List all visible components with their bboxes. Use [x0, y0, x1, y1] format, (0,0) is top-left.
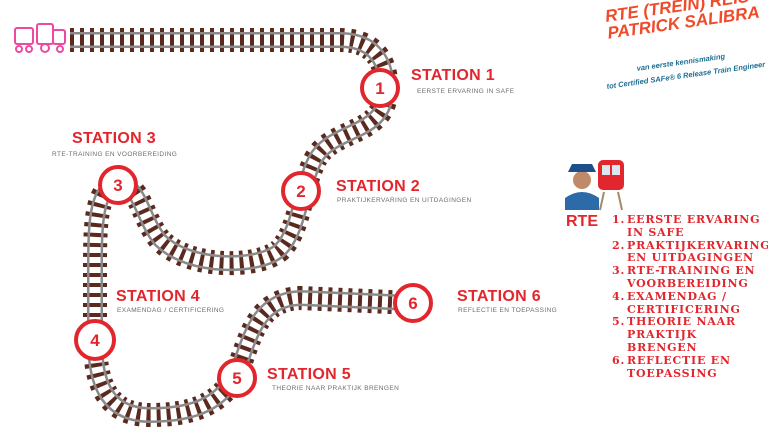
legend-item: 6.REFLECTIE EN TOEPASSING [612, 353, 768, 381]
station-marker-6: 6 [393, 283, 433, 323]
train-icon [14, 23, 66, 53]
legend-number: 1. [612, 213, 626, 226]
legend-item: 5.THEORIE NAAR PRAKTIJK BRENGEN [612, 316, 768, 354]
legend-item: 3.RTE-TRAINING EN VOORBEREIDING [612, 264, 768, 291]
legend-number: 6. [612, 353, 626, 367]
station-marker-3: 3 [98, 165, 138, 205]
legend-number: 2. [612, 238, 626, 252]
svg-text:5: 5 [232, 369, 241, 388]
legend-text: REFLECTIE EN TOEPASSING [627, 353, 731, 380]
svg-text:1: 1 [375, 79, 384, 98]
station-marker-2: 2 [281, 171, 321, 211]
svg-text:4: 4 [90, 331, 100, 350]
legend-text: EERSTE ERVARING IN SAFE [627, 213, 761, 239]
station-6-subtitle: REFLECTIE EN TOEPASSING [458, 307, 558, 314]
legend-number: 4. [612, 289, 626, 303]
station-marker-4: 4 [74, 319, 116, 361]
station-5-subtitle: THEORIE NAAR PRAKTIJK BRENGEN [272, 385, 400, 392]
svg-text:6: 6 [408, 294, 417, 313]
svg-text:2: 2 [296, 182, 305, 201]
rte-conductor-icon [565, 160, 624, 211]
station-3-subtitle: RTE-TRAINING EN VOORBEREIDING [52, 151, 178, 158]
legend-text: EXAMENDAG / CERTIFICERING [627, 289, 741, 316]
station-5-title: STATION 5 [267, 366, 351, 383]
legend-number: 5. [612, 315, 626, 329]
station-1-subtitle: EERSTE ERVARING IN SAFE [417, 88, 515, 95]
station-6-title: STATION 6 [457, 288, 541, 305]
station-1-title: STATION 1 [411, 67, 495, 84]
station-4-subtitle: EXAMENDAG / CERTIFICERING [117, 307, 225, 314]
station-legend-list: 1.EERSTE ERVARING IN SAFE 2.PRAKTIJKERVA… [612, 213, 768, 381]
legend-text: PRAKTIJKERVARING EN UITDAGINGEN [627, 238, 768, 265]
legend-item: 4.EXAMENDAG / CERTIFICERING [612, 289, 768, 317]
station-marker-5: 5 [217, 358, 257, 398]
legend-number: 3. [612, 264, 626, 278]
legend-item: 2.PRAKTIJKERVARING EN UITDAGINGEN [612, 238, 768, 266]
station-4-title: STATION 4 [116, 288, 200, 305]
legend-item: 1.EERSTE ERVARING IN SAFE [612, 213, 768, 240]
station-marker-1: 1 [360, 68, 400, 108]
legend-text: THEORIE NAAR PRAKTIJK BRENGEN [627, 315, 736, 354]
station-2-title: STATION 2 [336, 178, 420, 195]
legend-text: RTE-TRAINING EN VOORBEREIDING [627, 264, 756, 290]
station-3-title: STATION 3 [72, 130, 156, 147]
rte-label: RTE [566, 213, 598, 230]
station-2-subtitle: PRAKTIJKERVARING EN UITDAGINGEN [337, 197, 472, 204]
svg-text:3: 3 [113, 176, 122, 195]
